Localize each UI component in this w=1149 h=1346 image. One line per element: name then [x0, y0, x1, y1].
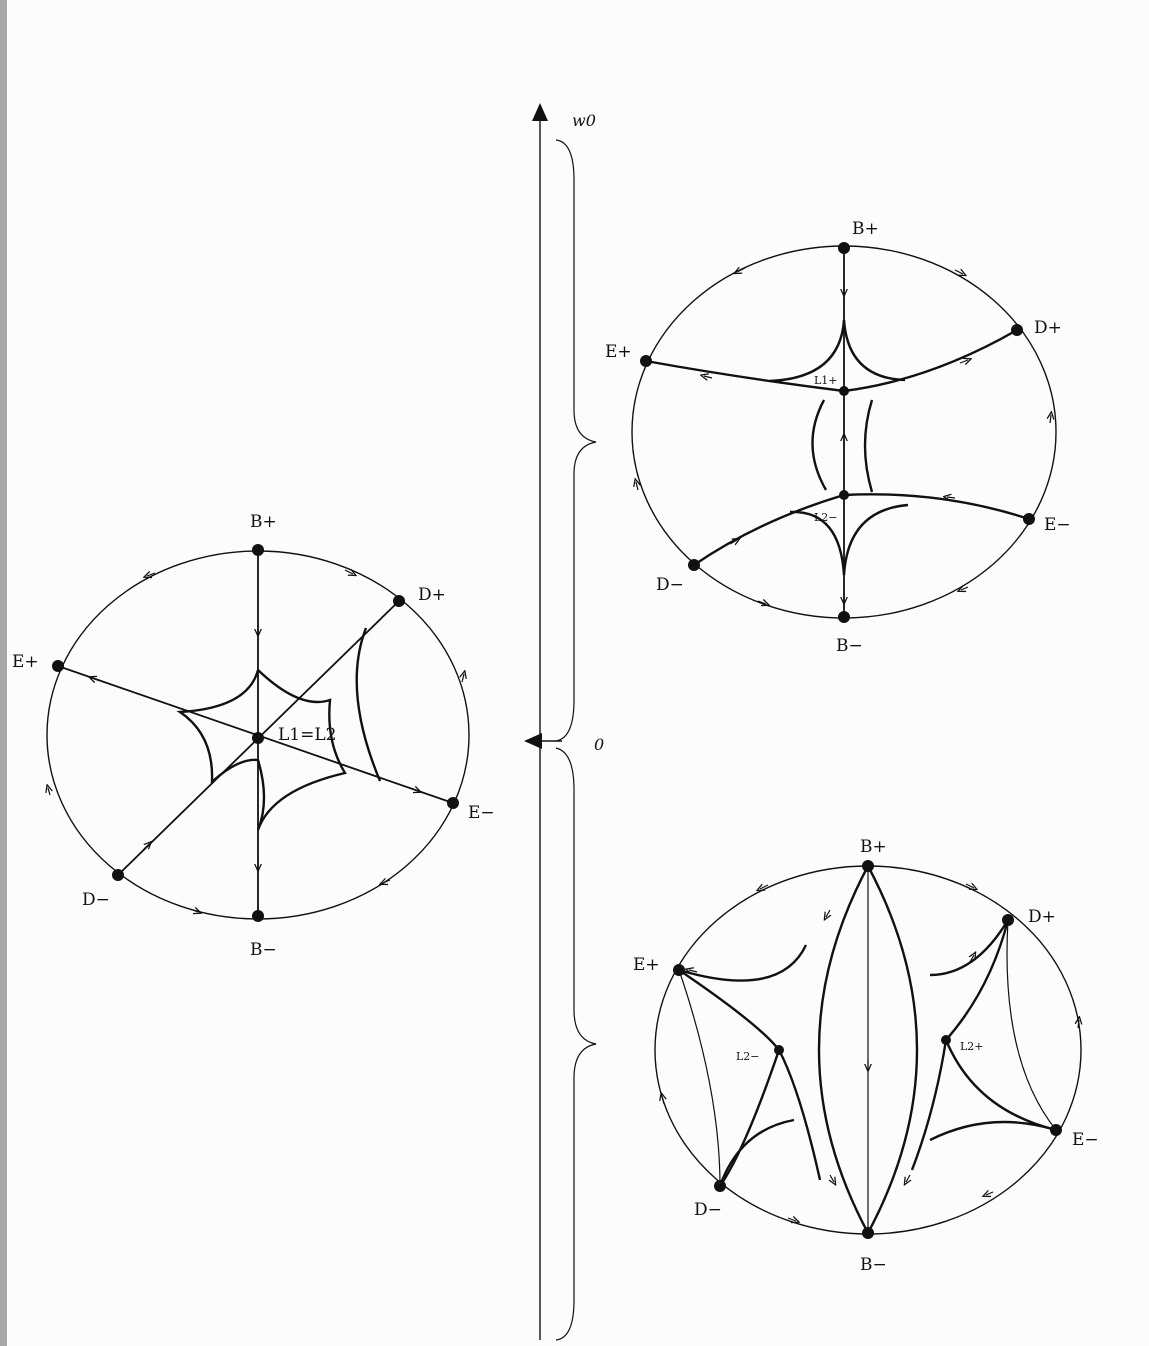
top-right-lower-separatrix	[693, 493, 1030, 566]
top-right-label-l2: L2−	[814, 511, 838, 524]
left-point-d-plus	[393, 595, 405, 607]
left-label-d-plus: D+	[418, 585, 446, 605]
left-label-center: L1=L2	[278, 725, 336, 745]
top-right-point-d-plus	[1011, 324, 1023, 336]
left-cusp-star	[176, 669, 347, 831]
axis-top-label: w0	[572, 111, 596, 130]
bottom-right-point-b-minus	[862, 1227, 874, 1239]
bottom-right-label-l2-plus: L2+	[960, 1040, 984, 1053]
left-scan-border	[0, 0, 7, 1346]
bottom-right-label-d-minus: D−	[694, 1200, 722, 1220]
axis-arrow-icon	[532, 103, 548, 121]
bottom-right-point-d-plus	[1002, 914, 1014, 926]
bottom-right-label-l2-minus: L2−	[736, 1050, 760, 1063]
top-right-point-l2	[839, 490, 849, 500]
bottom-right-right-lens	[866, 865, 919, 1234]
left-point-center	[252, 732, 264, 744]
bottom-right-label-b-plus: B+	[860, 837, 887, 857]
bottom-right-point-l2-plus	[941, 1035, 951, 1045]
parameter-axis: w0 0	[524, 103, 604, 1341]
top-right-label-e-plus: E+	[605, 342, 632, 362]
axis-zero-arrow-icon	[524, 733, 542, 749]
top-right-label-e-minus: E−	[1044, 515, 1071, 535]
bottom-right-point-l2-minus	[774, 1045, 784, 1055]
left-label-e-plus: E+	[12, 652, 39, 672]
top-right-label-b-plus: B+	[852, 219, 879, 239]
left-label-d-minus: D−	[82, 890, 110, 910]
left-right-loop	[355, 627, 382, 782]
lower-brace	[555, 747, 597, 1341]
left-point-b-plus	[252, 544, 264, 556]
bottom-right-label-e-minus: E−	[1072, 1130, 1099, 1150]
bottom-right-point-d-minus	[714, 1180, 726, 1192]
top-right-point-d-minus	[688, 559, 700, 571]
left-phase-portrait: B+ B− D+ D− E+ E− L1=L2	[12, 512, 495, 960]
left-point-d-minus	[112, 869, 124, 881]
top-right-point-b-plus	[838, 242, 850, 254]
top-right-label-d-plus: D+	[1034, 318, 1062, 338]
top-right-label-d-minus: D−	[656, 575, 684, 595]
bottom-right-label-b-minus: B−	[860, 1255, 887, 1275]
left-point-b-minus	[252, 910, 264, 922]
axis-zero-label: 0	[594, 735, 604, 754]
bottom-right-left-lens	[817, 865, 870, 1234]
left-label-b-plus: B+	[250, 512, 277, 532]
bottom-right-label-d-plus: D+	[1028, 907, 1056, 927]
top-right-point-l1	[839, 386, 849, 396]
bottom-right-label-e-plus: E+	[633, 955, 660, 975]
bottom-right-point-e-minus	[1050, 1124, 1062, 1136]
top-right-label-l1: L1+	[814, 374, 838, 387]
left-point-e-minus	[447, 797, 459, 809]
upper-brace	[555, 139, 597, 742]
left-point-e-plus	[52, 660, 64, 672]
bottom-right-point-b-plus	[862, 860, 874, 872]
top-right-label-b-minus: B−	[836, 636, 863, 656]
left-label-b-minus: B−	[250, 940, 277, 960]
top-right-point-e-minus	[1023, 513, 1035, 525]
top-right-point-b-minus	[838, 611, 850, 623]
top-right-point-e-plus	[640, 355, 652, 367]
top-right-phase-portrait: B+ B− D+ D− E+ E− L1+ L2−	[605, 219, 1071, 656]
bottom-right-point-e-plus	[673, 964, 685, 976]
left-label-e-minus: E−	[468, 803, 495, 823]
bottom-right-phase-portrait: B+ B− D+ D− E+ E− L2− L2+	[633, 837, 1099, 1275]
